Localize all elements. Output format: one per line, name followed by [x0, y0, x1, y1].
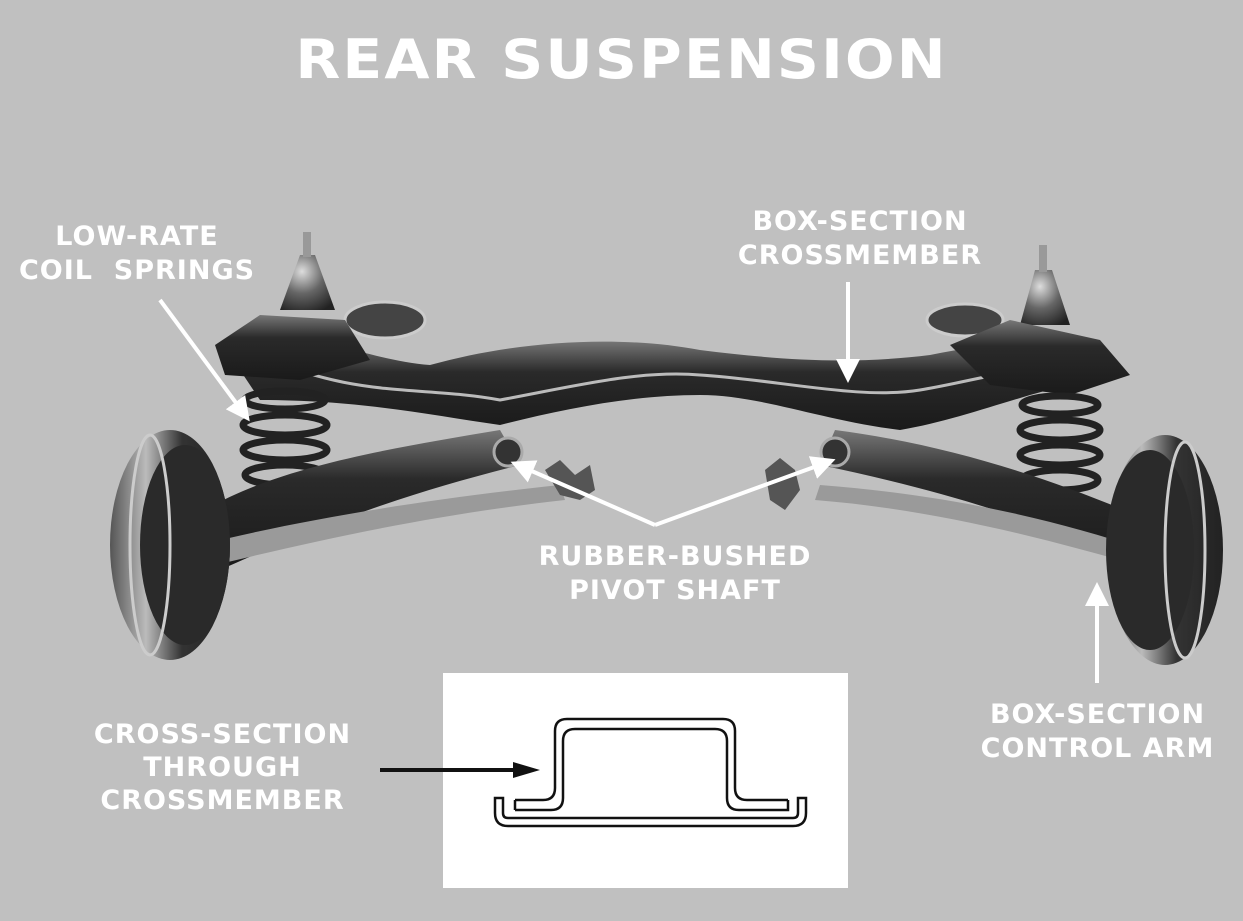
left-control-arm — [190, 430, 595, 570]
label-cross-section: CROSS-SECTION THROUGH CROSSMEMBER — [85, 718, 360, 817]
right-brake-drum — [1106, 435, 1223, 665]
label-line: CROSS-SECTION — [93, 719, 352, 750]
right-spring-tower — [925, 245, 1130, 395]
crossmember-shape — [230, 340, 1081, 430]
label-control-arm: BOX-SECTION CONTROL ARM — [965, 698, 1230, 766]
leader-arrows — [158, 282, 1109, 683]
label-line: RUBBER-BUSHED — [538, 541, 812, 572]
label-crossmember: BOX-SECTION CROSSMEMBER — [720, 205, 1000, 273]
arrow-icon — [158, 298, 250, 422]
cross-section-panel — [443, 673, 848, 888]
diagram-title: REAR SUSPENSION — [295, 28, 948, 91]
label-coil-springs: LOW-RATE COIL SPRINGS — [8, 220, 266, 288]
arrow-icon — [654, 456, 836, 527]
label-line: LOW-RATE — [55, 221, 219, 252]
label-line: BOX-SECTION — [752, 206, 968, 237]
label-line: BOX-SECTION — [989, 699, 1206, 730]
arrow-icon — [510, 460, 656, 527]
label-pivot-shaft: RUBBER-BUSHED PIVOT SHAFT — [520, 540, 830, 608]
label-line: CONTROL ARM — [980, 733, 1215, 764]
section-arrow-icon — [380, 762, 540, 778]
left-spring-tower — [215, 232, 427, 380]
left-brake-drum — [110, 430, 230, 660]
label-line: THROUGH — [143, 752, 302, 783]
label-line: CROSSMEMBER — [100, 785, 345, 816]
label-line: PIVOT SHAFT — [569, 575, 781, 606]
label-line: CROSSMEMBER — [737, 240, 983, 271]
label-line: COIL SPRINGS — [18, 255, 256, 286]
hat-channel-profile-icon — [493, 717, 808, 828]
